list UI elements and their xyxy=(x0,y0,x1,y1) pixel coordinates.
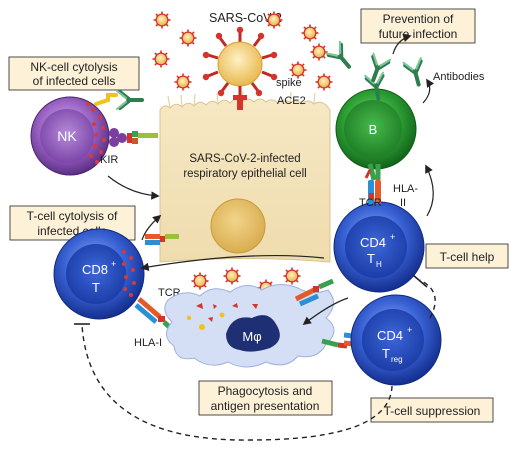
nk-cytolysis-line2: of infected cells xyxy=(33,74,116,88)
epithelial-label-line1: SARS-CoV-2-infected xyxy=(189,153,300,165)
macrophage: Mφ xyxy=(164,284,335,368)
phagocytosis-box: Phagocytosis and antigen presentation xyxy=(198,380,333,416)
phagocytosis-line1: Phagocytosis and xyxy=(218,384,313,398)
tcell-suppression-label: T-cell suppression xyxy=(384,404,481,418)
nk-to-epithelial-arrow xyxy=(107,175,160,200)
ace2-receptor xyxy=(233,95,247,110)
cd4h-sub: H xyxy=(376,260,382,269)
kir-receptor xyxy=(109,128,158,147)
prevention-line2: future infection xyxy=(379,27,458,41)
cd4-regulatory-t-cell: CD4 + T reg xyxy=(350,294,442,386)
nk-bound-antibody xyxy=(115,89,144,111)
th-suppression-bar xyxy=(412,274,428,288)
phagocytosis-line2: antigen presentation xyxy=(211,399,320,413)
released-antibodies xyxy=(324,39,430,89)
antibodies-label: Antibodies xyxy=(433,71,485,83)
cd4h-sup: + xyxy=(390,232,395,242)
hla-ii-label-line1: HLA- xyxy=(393,183,418,195)
antibody-prevention-arrow xyxy=(392,33,412,55)
cd8-granules xyxy=(122,250,136,297)
tcell-cytolysis-line1: T-cell cytolysis of xyxy=(27,209,118,223)
tcr-th-label: TCR xyxy=(359,197,382,209)
cd8-sup: + xyxy=(111,259,116,269)
cd4r-t: T xyxy=(382,346,390,361)
cd8-tcr-epithelial-complex xyxy=(145,234,179,245)
nk-label: NK xyxy=(57,128,77,144)
prevention-line1: Prevention of xyxy=(383,12,454,26)
phagocytosed-fragments xyxy=(186,303,258,330)
virus-label: SARS-CoV-2 xyxy=(209,11,282,25)
th-to-macrophage-arrow xyxy=(302,297,349,326)
cd8-text: CD8 xyxy=(82,262,108,277)
epithelial-nucleus xyxy=(210,198,266,254)
nk-cytolysis-line1: NK-cell cytolysis xyxy=(30,60,117,74)
cd4h-text: CD4 xyxy=(360,235,386,250)
sars-cov-2-virion xyxy=(202,26,278,110)
nk-cell: NK xyxy=(30,96,110,176)
tcell-help-label: T-cell help xyxy=(440,250,495,264)
nk-cytolysis-box: NK-cell cytolysis of infected cells xyxy=(8,56,140,91)
epithelial-cell: SARS-CoV-2-infected respiratory epitheli… xyxy=(159,90,331,263)
epithelial-label-line2: respiratory epithelial cell xyxy=(183,168,306,180)
cd4r-sub: reg xyxy=(391,355,403,364)
cd8-t: T xyxy=(92,280,100,295)
cd8-to-epithelial-arrow xyxy=(141,214,162,241)
b-cell: B xyxy=(335,88,417,170)
tcell-help-box: T-cell help xyxy=(425,243,509,269)
macrophage-label: Mφ xyxy=(242,329,261,344)
kir-label: KIR xyxy=(100,154,118,166)
nk-granules xyxy=(85,101,107,165)
th-tcr-hla-ii-complex xyxy=(364,163,381,204)
fc-receptor xyxy=(94,93,118,106)
ace2-label: ACE2 xyxy=(277,95,306,107)
cd4r-sup: + xyxy=(407,325,412,335)
treg-to-th-suppression xyxy=(419,279,436,319)
cd4h-t: T xyxy=(367,251,375,266)
spike-label: spike xyxy=(276,77,302,89)
b-to-antibodies-arrow xyxy=(422,78,435,104)
hla-ii-label-line2: II xyxy=(400,197,406,209)
cd8-t-cell: CD8 + T xyxy=(53,228,145,320)
prevention-box: Prevention of future infection xyxy=(360,8,476,44)
b-cell-label: B xyxy=(369,122,378,137)
treg-to-cd8-suppression xyxy=(81,324,393,441)
cd4-helper-t-cell: CD4 + T H xyxy=(333,201,425,293)
hla-i-label: HLA-I xyxy=(134,337,162,349)
cd4r-text: CD4 xyxy=(377,328,403,343)
tcell-suppression-box: T-cell suppression xyxy=(370,397,494,423)
cd8-th-help-arrow xyxy=(140,254,325,272)
th-to-b-arrow xyxy=(425,164,434,217)
